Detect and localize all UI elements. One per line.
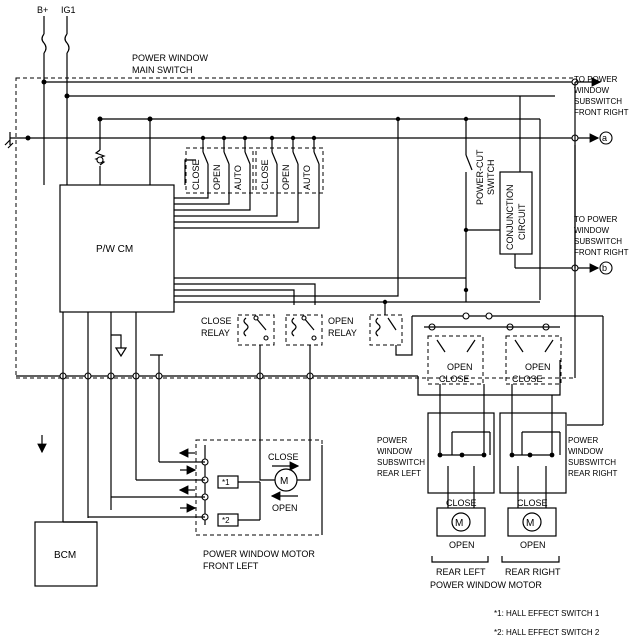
- rear-motor-labels: REAR LEFT REAR RIGHT POWER WINDOW MOTOR: [430, 556, 561, 590]
- rear-right-motor: M CLOSE OPEN: [507, 498, 557, 550]
- svg-text:TO POWER: TO POWER: [574, 75, 618, 84]
- svg-text:POWER: POWER: [568, 436, 598, 445]
- main-switch-title-2: MAIN SWITCH: [132, 65, 193, 75]
- footnote-2: *2: HALL EFFECT SWITCH 2: [494, 628, 600, 637]
- svg-text:OPEN: OPEN: [520, 540, 546, 550]
- svg-text:REAR RIGHT: REAR RIGHT: [568, 469, 617, 478]
- footnote-1: *1: HALL EFFECT SWITCH 1: [494, 609, 600, 618]
- switch-group-2: CLOSE OPEN AUTO: [255, 135, 324, 194]
- svg-text:M: M: [455, 518, 463, 529]
- svg-text:CLOSE: CLOSE: [191, 159, 201, 190]
- svg-text:b: b: [602, 263, 607, 273]
- switch-output-wires: [174, 159, 320, 229]
- ground-icon: [4, 132, 31, 149]
- svg-text:OPEN: OPEN: [272, 503, 298, 513]
- svg-text:REAR RIGHT: REAR RIGHT: [505, 567, 561, 577]
- svg-text:AUTO: AUTO: [233, 165, 243, 190]
- svg-text:POWER-CUT: POWER-CUT: [475, 149, 485, 205]
- bcm-label: BCM: [54, 550, 76, 561]
- svg-text:WINDOW: WINDOW: [574, 226, 610, 235]
- svg-text:CLOSE: CLOSE: [268, 452, 299, 462]
- svg-text:M: M: [526, 518, 534, 529]
- svg-text:CIRCUIT: CIRCUIT: [517, 203, 527, 240]
- close-relay: CLOSE RELAY: [201, 314, 275, 346]
- power-cut-switch: POWER-CUT SWITCH: [463, 116, 496, 290]
- svg-text:OPEN: OPEN: [212, 164, 222, 190]
- svg-text:SUBSWITCH: SUBSWITCH: [568, 458, 616, 467]
- svg-text:POWER WINDOW MOTOR: POWER WINDOW MOTOR: [430, 580, 542, 590]
- svg-text:CLOSE: CLOSE: [439, 374, 470, 384]
- svg-text:SWITCH: SWITCH: [486, 160, 496, 196]
- svg-text:FRONT RIGHT: FRONT RIGHT: [574, 108, 629, 117]
- pwcm-label: P/W CM: [96, 244, 133, 255]
- svg-text:WINDOW: WINDOW: [377, 447, 413, 456]
- open-relay: OPEN RELAY: [285, 314, 357, 346]
- conjunction-circuit: CONJUNCTION CIRCUIT: [466, 96, 541, 300]
- terminal-a: [599, 131, 613, 145]
- svg-text:CLOSE: CLOSE: [517, 498, 548, 508]
- svg-text:a: a: [602, 133, 607, 143]
- switch-group-1: CLOSE OPEN AUTO: [185, 135, 254, 194]
- svg-text:OPEN: OPEN: [525, 362, 551, 372]
- svg-text:OPEN: OPEN: [281, 164, 291, 190]
- svg-text:FRONT LEFT: FRONT LEFT: [203, 561, 259, 571]
- fuse-icon: [41, 33, 47, 54]
- main-switch-title-1: POWER WINDOW: [132, 53, 208, 63]
- svg-text:RELAY: RELAY: [328, 328, 357, 338]
- pwcm-box: [59, 184, 175, 313]
- hall-switch-2: *2: [222, 516, 230, 525]
- svg-text:OPEN: OPEN: [328, 316, 354, 326]
- rear-left-motor: M CLOSE OPEN: [436, 498, 486, 550]
- svg-text:AUTO: AUTO: [302, 165, 312, 190]
- hall-switch-1: *1: [222, 478, 230, 487]
- svg-text:WINDOW: WINDOW: [568, 447, 604, 456]
- svg-text:M: M: [280, 476, 288, 487]
- pwcm-output-buses: [174, 116, 540, 305]
- third-relay: [369, 299, 413, 356]
- ig1-label: IG1: [61, 5, 76, 15]
- svg-text:SUBSWITCH: SUBSWITCH: [574, 97, 622, 106]
- svg-text:CLOSE: CLOSE: [512, 374, 543, 384]
- svg-text:FRONT RIGHT: FRONT RIGHT: [574, 248, 629, 257]
- rear-right-subswitch: POWER WINDOW SUBSWITCH REAR RIGHT: [499, 412, 617, 508]
- rear-left-selector: OPEN CLOSE: [427, 335, 485, 455]
- svg-text:WINDOW: WINDOW: [574, 86, 610, 95]
- bottom-bus: [16, 312, 561, 522]
- svg-text:POWER WINDOW MOTOR: POWER WINDOW MOTOR: [203, 549, 315, 559]
- front-left-motor: *1 *2 M CLOSE OPEN POWER WINDOW MOTOR FR…: [63, 439, 323, 571]
- svg-text:RELAY: RELAY: [201, 328, 230, 338]
- rear-switch-bus: [412, 312, 604, 426]
- top-buses: [28, 77, 602, 143]
- to-front-right-b: TO POWER WINDOW SUBSWITCH FRONT RIGHT b: [515, 215, 629, 275]
- terminal-b: [599, 261, 613, 275]
- to-front-right-a: TO POWER WINDOW SUBSWITCH FRONT RIGHT a: [574, 75, 629, 145]
- b-plus-label: B+: [37, 5, 48, 15]
- svg-text:CLOSE: CLOSE: [260, 159, 270, 190]
- svg-text:OPEN: OPEN: [449, 540, 475, 550]
- resistor-icon: [94, 116, 106, 185]
- svg-text:POWER: POWER: [377, 436, 407, 445]
- svg-text:SUBSWITCH: SUBSWITCH: [574, 237, 622, 246]
- svg-text:TO POWER: TO POWER: [574, 215, 618, 224]
- svg-text:SUBSWITCH: SUBSWITCH: [377, 458, 425, 467]
- svg-text:CONJUNCTION: CONJUNCTION: [505, 185, 515, 251]
- rear-left-subswitch: POWER WINDOW SUBSWITCH REAR LEFT: [377, 412, 495, 508]
- svg-text:CLOSE: CLOSE: [446, 498, 477, 508]
- svg-text:CLOSE: CLOSE: [201, 316, 232, 326]
- rear-right-selector: OPEN CLOSE: [505, 335, 562, 455]
- svg-text:OPEN: OPEN: [447, 362, 473, 372]
- fuse-icon: [64, 33, 70, 54]
- svg-text:REAR LEFT: REAR LEFT: [377, 469, 421, 478]
- supply-lines: B+ IG1: [37, 5, 76, 185]
- svg-text:REAR LEFT: REAR LEFT: [436, 567, 486, 577]
